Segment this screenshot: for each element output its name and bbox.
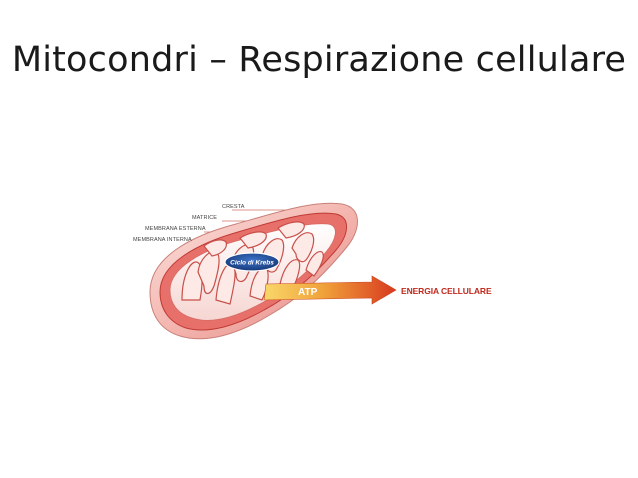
slide-title: Mitocondri – Respirazione cellulare: [11, 40, 627, 80]
krebs-label: Ciclo di Krebs: [230, 260, 274, 267]
krebs-badge: [224, 252, 280, 272]
atp-arrow: [263, 275, 397, 305]
label-membrana-interna: MEMBRANA INTERNA: [133, 237, 192, 243]
label-matrice: MATRICE: [192, 215, 217, 221]
label-cresta: CRESTA: [222, 204, 245, 210]
label-membrana-esterna: MEMBRANA ESTERNA: [145, 226, 206, 232]
energy-label: ENERGIA CELLULARE: [401, 286, 492, 296]
atp-label: ATP: [298, 287, 318, 298]
